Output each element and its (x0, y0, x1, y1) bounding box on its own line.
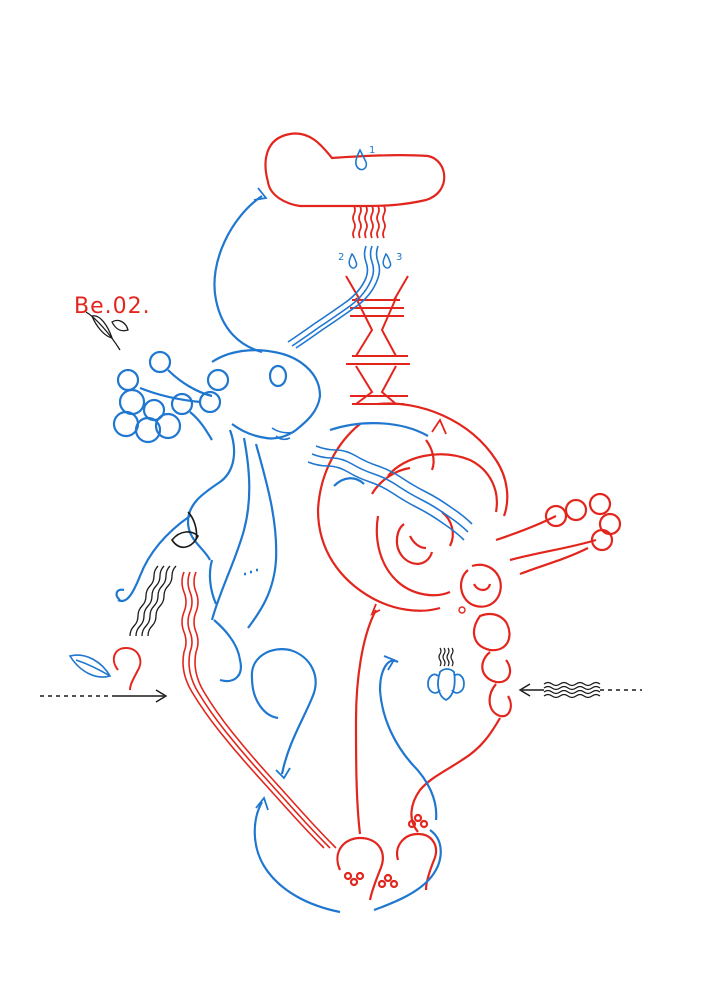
red-figure (316, 402, 622, 901)
black-spring-shape (129, 565, 177, 637)
drop-number-2: 2 (338, 252, 344, 263)
water-drop-icon (355, 148, 368, 171)
red-scaffold-shape (345, 275, 410, 405)
left-dashed-arrow (40, 689, 168, 703)
red-spring-shape (352, 205, 386, 239)
blue-figure (112, 187, 341, 914)
black-spring-horizontal (543, 681, 601, 699)
blue-wavy-crossing (307, 445, 473, 541)
bug-spring-shape (438, 647, 454, 667)
blue-wavy-tube (287, 245, 381, 349)
leaf-sketch-icon (85, 311, 129, 351)
red-bulb-shape (112, 646, 142, 691)
black-leaf-icon (171, 511, 199, 548)
water-drop-icon (348, 252, 392, 269)
blue-leaf-icon (68, 654, 112, 678)
code-label: Be.02. (74, 294, 151, 319)
blue-inner-arcs (329, 422, 442, 912)
red-wavy-tube (181, 571, 337, 849)
top-cloud-shape (264, 132, 446, 208)
bug-icon (427, 668, 465, 702)
drop-number-1: 1 (369, 145, 375, 156)
drop-number-3: 3 (396, 252, 402, 263)
right-dashed-arrow (518, 683, 642, 697)
